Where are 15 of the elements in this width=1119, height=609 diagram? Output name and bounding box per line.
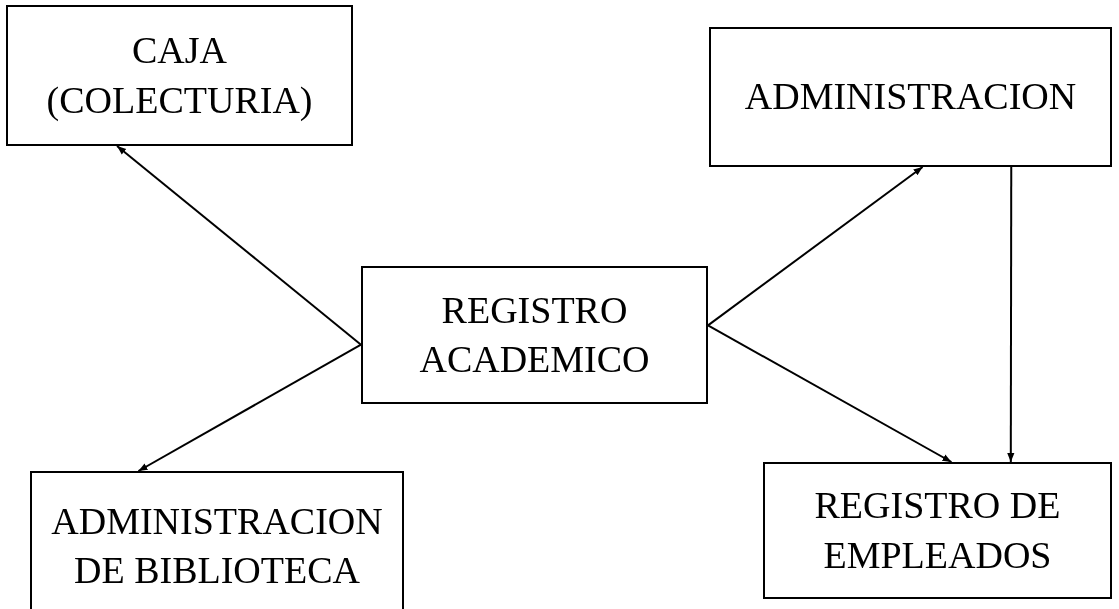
box-label: ADMINISTRACION DE BIBLIOTECA <box>50 498 384 593</box>
process-box <box>763 462 1112 599</box>
arrow <box>1007 166 1015 463</box>
process-box <box>709 27 1112 167</box>
arrow <box>707 166 924 327</box>
box-label: REGISTRO DE EMPLEADOS <box>813 483 1062 578</box>
box-label: ADMINISTRACION <box>744 74 1077 120</box>
process-box <box>361 266 708 404</box>
box-label: CAJA (COLECTURIA) <box>45 28 314 123</box>
arrow <box>116 145 362 346</box>
process-box <box>30 471 404 609</box>
process-box <box>6 5 353 146</box>
arrow <box>137 343 362 472</box>
box-label: REGISTRO ACADEMICO <box>418 287 651 382</box>
arrow <box>707 324 953 463</box>
